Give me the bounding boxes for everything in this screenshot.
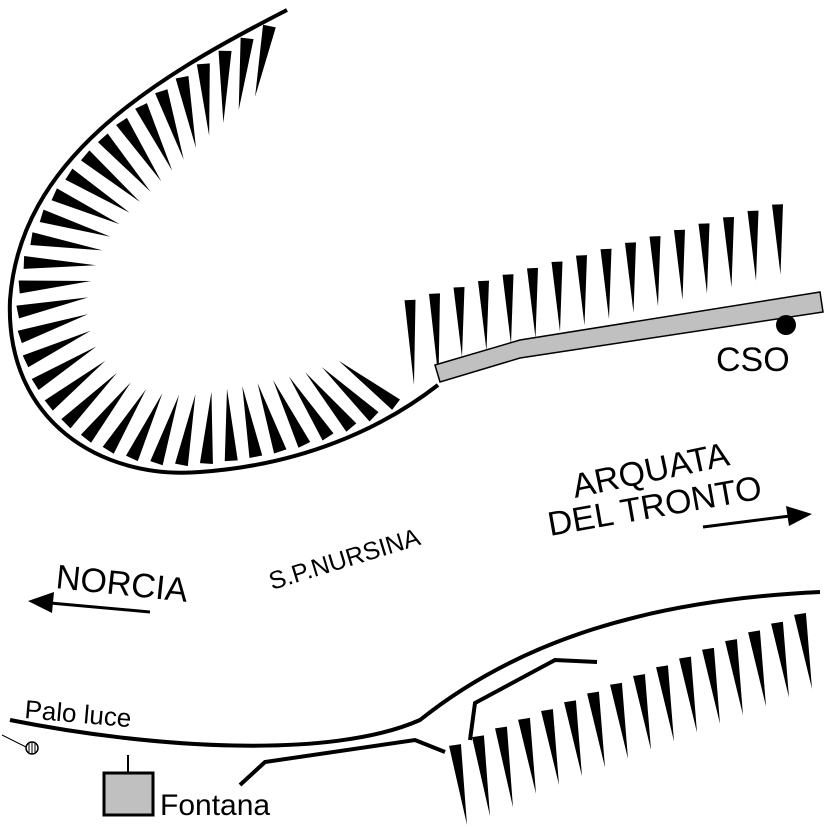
hachure-mark bbox=[702, 647, 720, 724]
hachure-mark bbox=[155, 89, 184, 160]
hachure-mark bbox=[30, 232, 103, 251]
hachure-mark bbox=[305, 372, 357, 432]
hachure-mark bbox=[772, 204, 783, 275]
lower-road-edge bbox=[9, 590, 821, 748]
hachure-mark bbox=[273, 380, 311, 448]
hachure-mark bbox=[502, 274, 514, 345]
hachure-mark bbox=[39, 209, 111, 237]
hachure-mark bbox=[698, 223, 710, 294]
hachure-mark bbox=[150, 394, 179, 466]
hachure-mark bbox=[472, 735, 490, 817]
arrow-east-icon bbox=[702, 506, 812, 529]
hachure-mark bbox=[80, 150, 141, 203]
hachure-mark bbox=[656, 665, 674, 742]
hachure-mark bbox=[196, 63, 210, 136]
hachure-mark bbox=[625, 242, 636, 313]
hachure-mark bbox=[65, 168, 130, 213]
hachure-mark bbox=[23, 255, 96, 269]
hachure-mark bbox=[97, 133, 151, 192]
hachure-mark bbox=[61, 372, 117, 429]
hachure-mark bbox=[80, 382, 131, 443]
hachure-mark bbox=[102, 389, 147, 454]
hachure-mark bbox=[564, 700, 582, 777]
road-name-label: S.P.NURSINA bbox=[266, 523, 424, 596]
hachure-mark bbox=[175, 394, 196, 467]
hachure-mark bbox=[116, 117, 162, 182]
hachure-mark bbox=[449, 744, 467, 825]
hachure-mark bbox=[18, 280, 91, 294]
hachure-mark bbox=[587, 691, 605, 768]
hachure-mark bbox=[551, 261, 563, 332]
hachure-mark bbox=[679, 656, 697, 733]
hachure-mark bbox=[541, 709, 559, 786]
hachure-mark bbox=[771, 621, 789, 698]
light-pole-icon bbox=[1, 734, 39, 755]
hachure-mark bbox=[175, 76, 196, 148]
hachure-mark bbox=[51, 188, 120, 225]
hachure-mark bbox=[255, 24, 276, 97]
hachure-mark bbox=[17, 314, 89, 344]
hachure-mark bbox=[527, 267, 538, 339]
hachure-mark bbox=[478, 280, 489, 351]
hachure-mark bbox=[429, 293, 440, 379]
hachure-mark bbox=[224, 388, 238, 462]
hachure-mark bbox=[633, 674, 651, 751]
hachure-mark bbox=[723, 216, 734, 288]
hachure-mark bbox=[126, 393, 163, 462]
hachure-mark bbox=[238, 37, 254, 110]
hachure-mark bbox=[404, 299, 416, 385]
hachure-mark bbox=[257, 383, 287, 454]
paved-band bbox=[434, 291, 824, 383]
hachure-mark bbox=[338, 360, 401, 410]
hachure-mark bbox=[31, 346, 97, 390]
hachure-mark bbox=[22, 330, 91, 368]
cso-station-marker bbox=[776, 315, 796, 335]
retaining-wall-right bbox=[468, 657, 598, 741]
hachure-mark bbox=[610, 682, 628, 759]
hachure-mark bbox=[576, 255, 587, 326]
hachure-mark bbox=[725, 639, 743, 716]
arrow-west-icon bbox=[28, 592, 151, 614]
hachure-mark bbox=[242, 386, 263, 458]
hachure-mark bbox=[495, 726, 513, 808]
fountain-label: Fontana bbox=[160, 789, 270, 822]
hachure-mark bbox=[747, 210, 759, 281]
hachure-mark bbox=[288, 376, 334, 441]
cso-label: CSO bbox=[716, 341, 790, 379]
hachure-mark bbox=[748, 630, 766, 707]
retaining-wall-left bbox=[238, 737, 446, 787]
hachure-mark bbox=[199, 391, 213, 465]
hachure-mark bbox=[518, 717, 536, 794]
hachure-mark bbox=[44, 360, 106, 411]
hachure-mark bbox=[600, 248, 612, 320]
hachure-mark bbox=[794, 612, 812, 689]
hachure-mark bbox=[135, 103, 173, 171]
hachure-mark bbox=[649, 236, 661, 307]
hachure-mark bbox=[16, 297, 89, 319]
hachure-mark bbox=[674, 229, 685, 300]
slope-hachures bbox=[16, 24, 812, 825]
upper-road-edge bbox=[7, 8, 440, 475]
fountain-icon bbox=[102, 755, 155, 817]
hachure-mark bbox=[453, 287, 465, 358]
hachure-mark bbox=[218, 50, 232, 123]
destination-west-label: NORCIA bbox=[54, 558, 190, 610]
hachure-mark bbox=[321, 367, 379, 422]
